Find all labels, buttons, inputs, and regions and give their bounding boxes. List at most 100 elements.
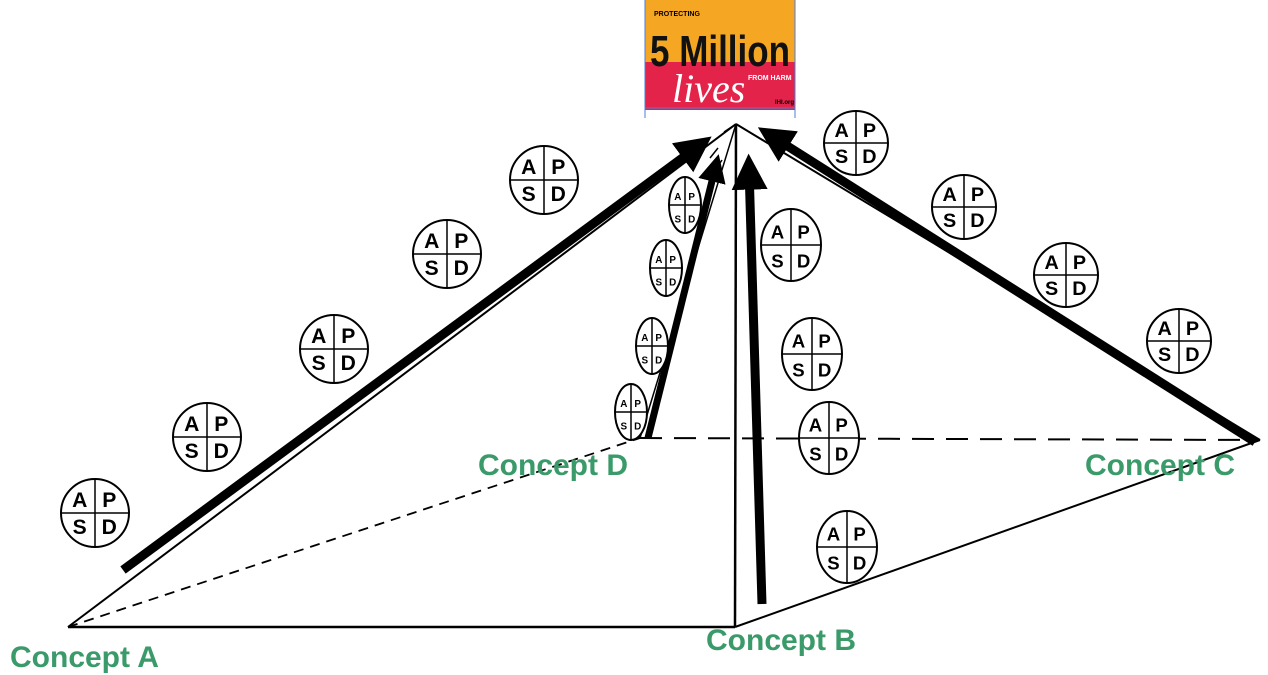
pdsa-letter: A xyxy=(1157,318,1171,340)
pdsa-letter: D xyxy=(669,277,676,288)
pdsa-letter: A xyxy=(771,222,784,243)
edge-b-apex xyxy=(733,123,738,628)
pdsa-letter: A xyxy=(641,333,648,344)
arrow-d xyxy=(644,154,726,439)
pdsa-letter: D xyxy=(341,352,356,375)
pdsa-letter: D xyxy=(835,443,848,464)
pdsa-letter: A xyxy=(792,331,805,352)
apex-tick-2 xyxy=(735,123,747,131)
pdsa-letter: P xyxy=(1186,318,1199,340)
pdsa-letter: D xyxy=(454,257,469,280)
pdsa-letter: P xyxy=(688,192,695,203)
pdsa-letter: D xyxy=(1185,344,1199,366)
pdsa-letter: D xyxy=(853,552,866,573)
pdsa-letter: S xyxy=(185,440,199,463)
pdsa-letter: A xyxy=(834,120,848,142)
base-edge-c-d-dashed xyxy=(639,437,1261,441)
logo-headline: 5 Million xyxy=(650,27,790,76)
pdsa-letter: D xyxy=(634,421,641,432)
pdsa-letter: D xyxy=(797,250,810,271)
pdsa-letter: P xyxy=(853,524,865,545)
pdsa-letter: P xyxy=(669,255,676,266)
concept-b-label: Concept B xyxy=(706,624,856,657)
pyramid-base xyxy=(67,437,1261,629)
pdsa-letter: S xyxy=(73,516,87,539)
pdsa-letter: P xyxy=(102,489,116,512)
pdsa-letter: P xyxy=(214,413,228,436)
logo-red-band xyxy=(645,62,795,110)
pdsa-letter: S xyxy=(827,552,839,573)
pdsa-letter: S xyxy=(943,210,956,232)
pdsa-letter: S xyxy=(656,277,663,288)
logo-org-text: IHI.org xyxy=(775,100,794,106)
pdsa-letter: S xyxy=(835,146,848,168)
pdsa-letter: D xyxy=(1072,278,1086,300)
pdsa-letter: P xyxy=(971,184,984,206)
pdsa-letter: S xyxy=(642,355,649,366)
base-edge-a-d-dashed xyxy=(67,437,641,628)
pdsa-letter: P xyxy=(835,415,847,436)
pdsa-letter: P xyxy=(1073,252,1086,274)
arrow-b xyxy=(731,153,768,605)
pdsa-letter: P xyxy=(454,230,468,253)
pdsa-letter: A xyxy=(620,399,627,410)
pdsa-letter: A xyxy=(184,413,199,436)
pdsa-letter: A xyxy=(655,255,662,266)
pdsa-letter: P xyxy=(818,331,830,352)
pdsa-letter: S xyxy=(792,359,804,380)
pdsa-letter: A xyxy=(1044,252,1058,274)
pdsa-letter: D xyxy=(102,516,117,539)
pdsa-letter: S xyxy=(1045,278,1058,300)
pdsa-letter: S xyxy=(771,250,783,271)
pdsa-letter: A xyxy=(424,230,439,253)
concept-d-label: Concept D xyxy=(478,449,628,482)
logo-from-text: FROM HARM xyxy=(748,75,792,82)
logo-orange-band xyxy=(645,0,795,62)
arrow-a xyxy=(120,136,712,574)
pdsa-letter: D xyxy=(862,146,876,168)
edge-a-apex xyxy=(67,123,737,628)
pdsa-letter: P xyxy=(341,325,355,348)
pdsa-letter: P xyxy=(634,399,641,410)
pdsa-letter: A xyxy=(827,524,840,545)
logo-script-word: lives xyxy=(672,66,745,111)
five-million-lives-logo: PROTECTING 5 Million lives FROM HARM IHI… xyxy=(644,0,796,118)
pdsa-letter: D xyxy=(214,440,229,463)
pdsa-letter: D xyxy=(655,355,662,366)
progress-arrows xyxy=(120,127,1258,605)
pdsa-letter: A xyxy=(311,325,326,348)
pdsa-letter: A xyxy=(674,192,681,203)
pdsa-letter: S xyxy=(809,443,821,464)
concept-c-label: Concept C xyxy=(1085,449,1235,482)
pdsa-letter: S xyxy=(621,421,628,432)
concept-a-label: Concept A xyxy=(10,641,159,674)
pdsa-letter: P xyxy=(863,120,876,142)
pdsa-letter: P xyxy=(655,333,662,344)
pdsa-letter: S xyxy=(425,257,439,280)
pdsa-letter: A xyxy=(521,156,536,179)
logo-top-text: PROTECTING xyxy=(654,11,700,18)
pdsa-letter: P xyxy=(797,222,809,243)
pdsa-letter: S xyxy=(522,183,536,206)
pdsa-letter: D xyxy=(970,210,984,232)
pdsa-letter: S xyxy=(1158,344,1171,366)
pdsa-letter: D xyxy=(551,183,566,206)
pdsa-letter: A xyxy=(942,184,956,206)
pdsa-letter: S xyxy=(312,352,326,375)
